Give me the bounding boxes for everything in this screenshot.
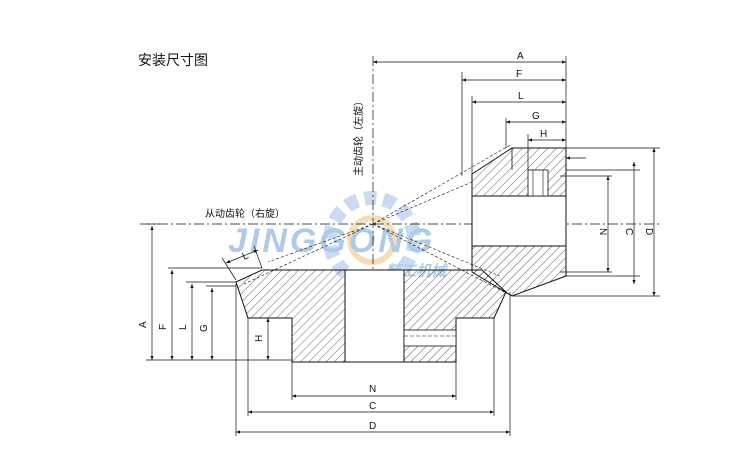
dim-top-G: G xyxy=(532,111,540,122)
dim-left-G: G xyxy=(199,324,210,332)
dim-left-F: F xyxy=(158,324,169,330)
dim-left-A: A xyxy=(138,321,149,328)
cone-length-dimension xyxy=(221,245,263,281)
driven-gear-section-left xyxy=(235,269,346,363)
dim-right-N: N xyxy=(597,228,608,235)
watermark-brand: JINGGONG xyxy=(228,222,435,260)
dim-bottom-C: C xyxy=(369,401,376,412)
driven-gear xyxy=(235,269,507,363)
dim-left-H: H xyxy=(254,335,265,342)
drive-gear-setscrew xyxy=(527,169,549,197)
dim-top-H: H xyxy=(540,129,547,140)
driven-gear-label: 从动齿轮（右旋） xyxy=(205,207,285,220)
dim-bottom-N: N xyxy=(369,384,376,395)
drive-gear xyxy=(471,147,567,297)
top-dimensions xyxy=(373,56,567,176)
left-dimensions xyxy=(146,223,292,361)
driven-gear-section-right xyxy=(403,269,507,363)
dim-right-D: D xyxy=(643,228,654,235)
driven-gear-bore xyxy=(344,269,405,363)
dim-top-A: A xyxy=(517,51,524,62)
driven-gear-setscrew xyxy=(403,329,457,347)
drive-gear-bore xyxy=(471,195,567,247)
dim-bottom-D: D xyxy=(369,421,376,432)
bottom-dimensions xyxy=(235,284,511,436)
right-dimensions xyxy=(512,147,660,297)
dim-top-L: L xyxy=(518,91,524,102)
dim-top-F: F xyxy=(516,69,522,80)
page-title: 安装尺寸图 xyxy=(138,53,208,69)
dim-cone-L: L xyxy=(241,250,251,262)
drive-gear-section-upper xyxy=(471,147,567,197)
drive-gear-label: 主动齿轮（左旋） xyxy=(352,96,365,176)
dim-left-L: L xyxy=(178,324,189,330)
dim-right-C: C xyxy=(623,228,634,235)
